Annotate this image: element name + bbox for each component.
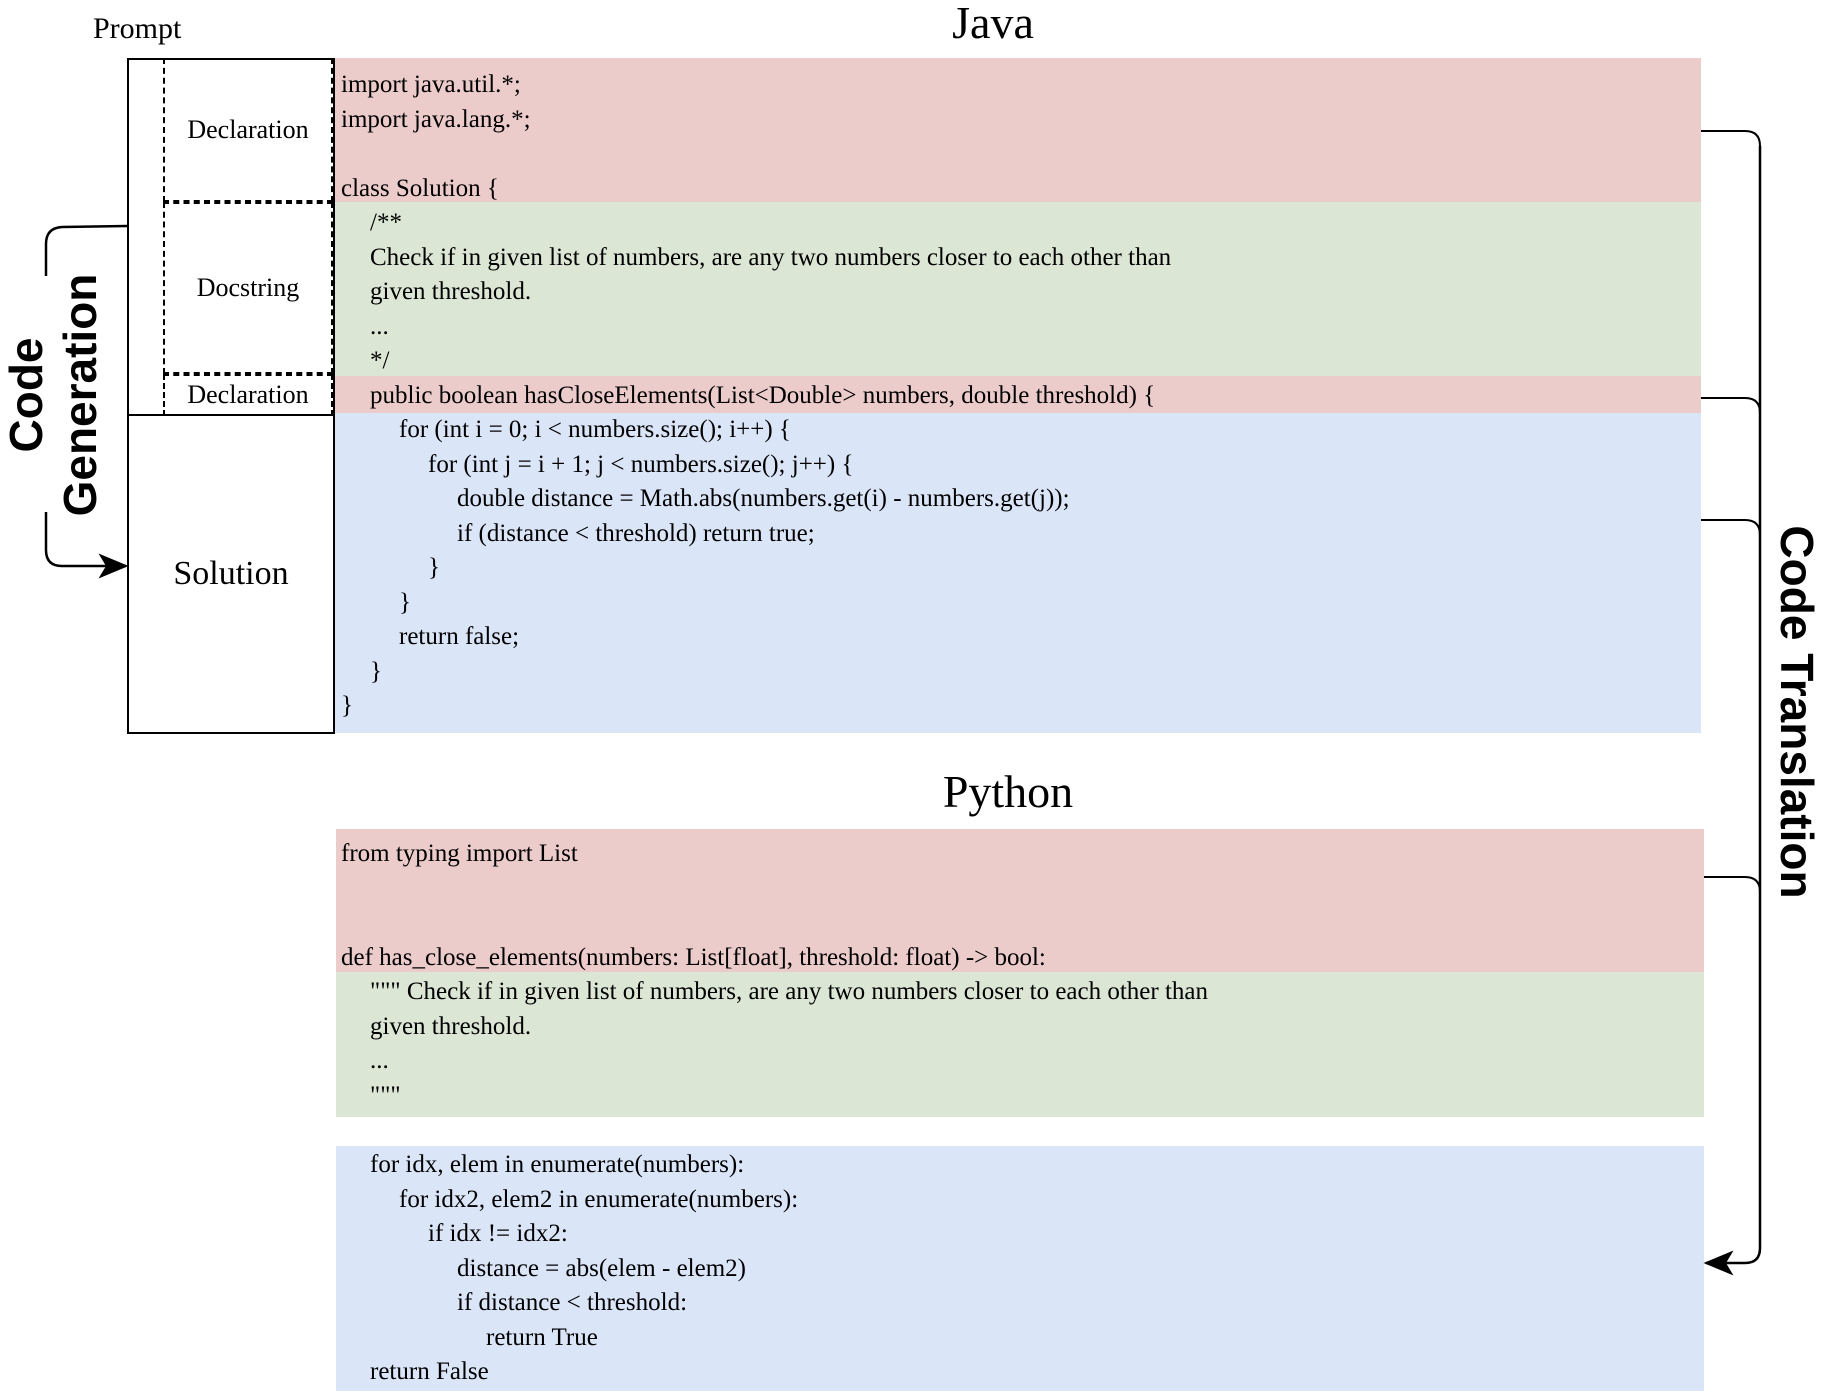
code-line: /** [370,209,402,236]
code-line: if distance < threshold: [457,1289,688,1316]
code-line: class Solution { [341,174,499,202]
code-line: public boolean hasCloseElements(List<Dou… [370,381,1156,409]
python-docstring-band [336,972,1704,1117]
code-line: import java.lang.*; [341,105,531,133]
code-line: } [370,657,382,685]
code-line: double distance = Math.abs(numbers.get(i… [457,485,1070,512]
code-translation-arrow [1703,146,1762,1276]
docstring-box: Docstring [163,202,333,374]
code-line: def has_close_elements(numbers: List[flo… [341,943,1046,971]
translation-stub-3 [1701,519,1761,536]
translation-stub-1 [1701,130,1761,147]
code-line: ... [370,1047,389,1074]
translation-stub-2 [1701,397,1761,414]
python-declaration-band [336,829,1704,972]
translation-stub-4 [1704,876,1761,893]
code-line: from typing import List [341,840,578,867]
java-code: import java.util.*; import java.lang.*; cl… [341,68,1171,724]
java-declaration-band-2 [333,376,1701,413]
docstring-label: Docstring [196,273,300,302]
code-line: distance = abs(elem - elem2) [457,1254,746,1282]
code-line: return True [486,1323,598,1351]
code-line: if idx != idx2: [428,1220,568,1247]
declaration-label-2: Declaration [187,380,309,409]
code-line: for (int i = 0; i < numbers.size(); i++)… [399,416,791,443]
code-line: return False [370,1358,489,1385]
code-line: given threshold. [370,1012,532,1040]
declaration-box: Declaration [163,58,333,202]
solution-label: Solution [173,555,289,592]
code-line: for idx2, elem2 in enumerate(numbers): [399,1185,799,1213]
java-solution-band [333,413,1701,733]
code-line: Check if in given list of numbers, are a… [370,243,1172,271]
code-line: """ [370,1081,401,1109]
code-line: } [428,554,440,581]
code-line: ... [370,312,389,340]
code-line: for (int j = i + 1; j < numbers.size(); … [428,450,854,478]
python-solution-code: for idx, elem in enumerate(numbers): for … [341,1148,798,1390]
code-generation-arrow [44,224,127,566]
code-line: */ [370,347,390,374]
code-line: import java.util.*; [341,71,521,98]
python-solution-band [336,1146,1704,1391]
declaration-label: Declaration [187,115,309,144]
code-line: """ Check if in given list of numbers, a… [370,978,1209,1005]
java-docstring-band [333,202,1701,376]
prompt-label: Prompt [93,12,182,45]
python-title: Python [942,766,1074,817]
python-prompt-code: from typing import List def has_close_ele… [341,837,1208,1113]
code-line: } [399,588,411,616]
code-line: if (distance < threshold) return true; [457,519,815,547]
code-line: return false; [399,623,520,650]
java-title: Java [952,0,1034,48]
code-line: } [341,692,353,719]
java-declaration-band [333,58,1701,202]
code-line: for idx, elem in enumerate(numbers): [370,1151,745,1178]
code-line: given threshold. [370,278,532,305]
